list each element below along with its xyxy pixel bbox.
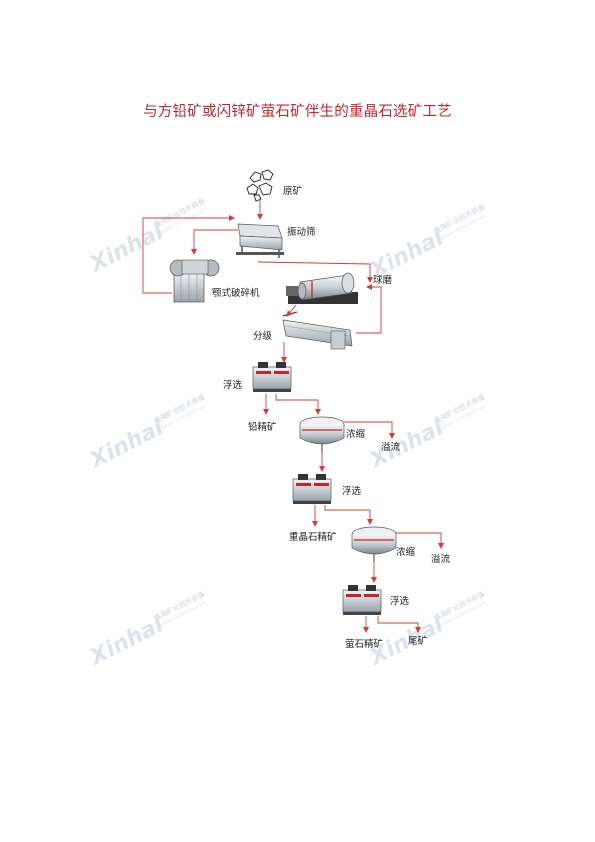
thickener-2-icon (351, 526, 397, 562)
arrow-classifier-return (356, 284, 382, 334)
label-barite-concentrate: 重晶石精矿 (289, 531, 337, 543)
label-flotation-3: 浮选 (390, 595, 410, 607)
flotation-cell-2-icon (292, 474, 332, 504)
label-thickener-2: 浓缩 (396, 546, 416, 558)
arrow-screen-to-mill (257, 261, 373, 283)
label-vibrating-screen: 振动筛 (287, 226, 316, 238)
label-fluorite-concentrate: 萤石精矿 (345, 638, 384, 650)
watermark-2: Xinhai 鑫海矿业技术装备 MINERAL PROCESSING EPC (365, 202, 488, 285)
raw-ore-icon (246, 169, 274, 202)
thickener-1-icon (299, 416, 345, 452)
label-classifier: 分级 (253, 330, 273, 342)
label-flotation-2: 浮选 (342, 485, 362, 497)
arrow-mill-to-classifier (286, 304, 297, 317)
ball-mill-icon (286, 272, 358, 304)
watermark-5: Xinhai 鑫海矿业技术装备 MINERAL PROCESSING EPC (85, 589, 208, 672)
label-lead-concentrate: 铅精矿 (248, 421, 277, 433)
watermark-6: Xinhai 鑫海矿业技术装备 MINERAL PROCESSING EPC (365, 589, 488, 672)
label-flotation-1: 浮选 (223, 379, 243, 391)
label-overflow-1: 溢流 (381, 441, 401, 453)
jaw-crusher-icon (169, 259, 220, 303)
arrow-thickener-2-to-overflow (396, 532, 444, 549)
arrow-flotation-1-to-thickener-1 (275, 394, 321, 415)
page-title: 与方铅矿或闪锌矿萤石矿伴生的重晶石选矿工艺 (143, 104, 452, 120)
label-raw-ore: 原矿 (283, 185, 303, 197)
watermark-4: Xinhai 鑫海矿业技术装备 MINERAL PROCESSING EPC (365, 392, 488, 475)
label-jaw-crusher: 颚式破碎机 (212, 287, 260, 299)
vibrating-screen-icon (236, 223, 284, 258)
classifier-icon (282, 311, 353, 350)
flotation-cell-3-icon (342, 585, 382, 615)
label-tailings: 尾矿 (408, 635, 428, 647)
arrow-flotation-2-to-thickener-2 (324, 505, 373, 525)
label-ball-mill: 球磨 (373, 274, 393, 286)
label-thickener-1: 浓缩 (346, 428, 366, 440)
watermark-3: Xinhai 鑫海矿业技术装备 MINERAL PROCESSING EPC (85, 392, 208, 475)
arrow-thickener-1-to-overflow (344, 421, 395, 439)
label-overflow-2: 溢流 (431, 553, 451, 565)
arrow-flotation-3-to-tailings (377, 616, 421, 633)
arrow-screen-to-crusher (191, 229, 238, 255)
flow-arrows (142, 199, 444, 633)
flotation-cell-1-icon (252, 362, 292, 392)
arrow-crusher-return (142, 215, 235, 294)
